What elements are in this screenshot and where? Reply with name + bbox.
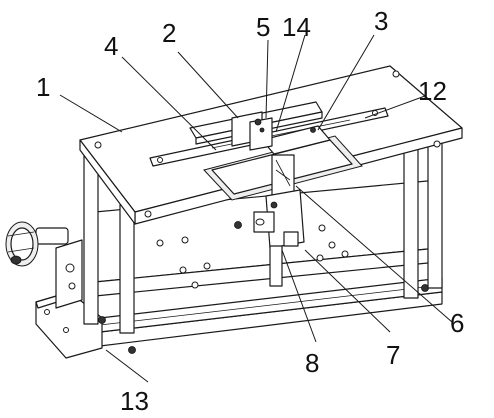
label-12: 12 <box>418 76 447 106</box>
label-8: 8 <box>305 348 319 378</box>
label-1: 1 <box>36 72 50 102</box>
base-plate <box>99 277 443 347</box>
part-labels: 1 2 3 4 5 6 7 8 12 13 14 <box>36 6 464 416</box>
label-3: 3 <box>374 6 388 36</box>
leader-lines <box>59 34 453 383</box>
label-6: 6 <box>450 308 464 338</box>
label-14: 14 <box>282 12 311 42</box>
slide-block <box>261 125 331 155</box>
label-2: 2 <box>162 18 176 48</box>
adjust-knob <box>5 221 69 267</box>
label-4: 4 <box>104 31 118 61</box>
label-7: 7 <box>386 340 400 370</box>
label-5: 5 <box>256 12 270 42</box>
label-13: 13 <box>120 386 149 416</box>
support-posts <box>83 127 443 334</box>
vertical-clamp <box>234 117 305 287</box>
